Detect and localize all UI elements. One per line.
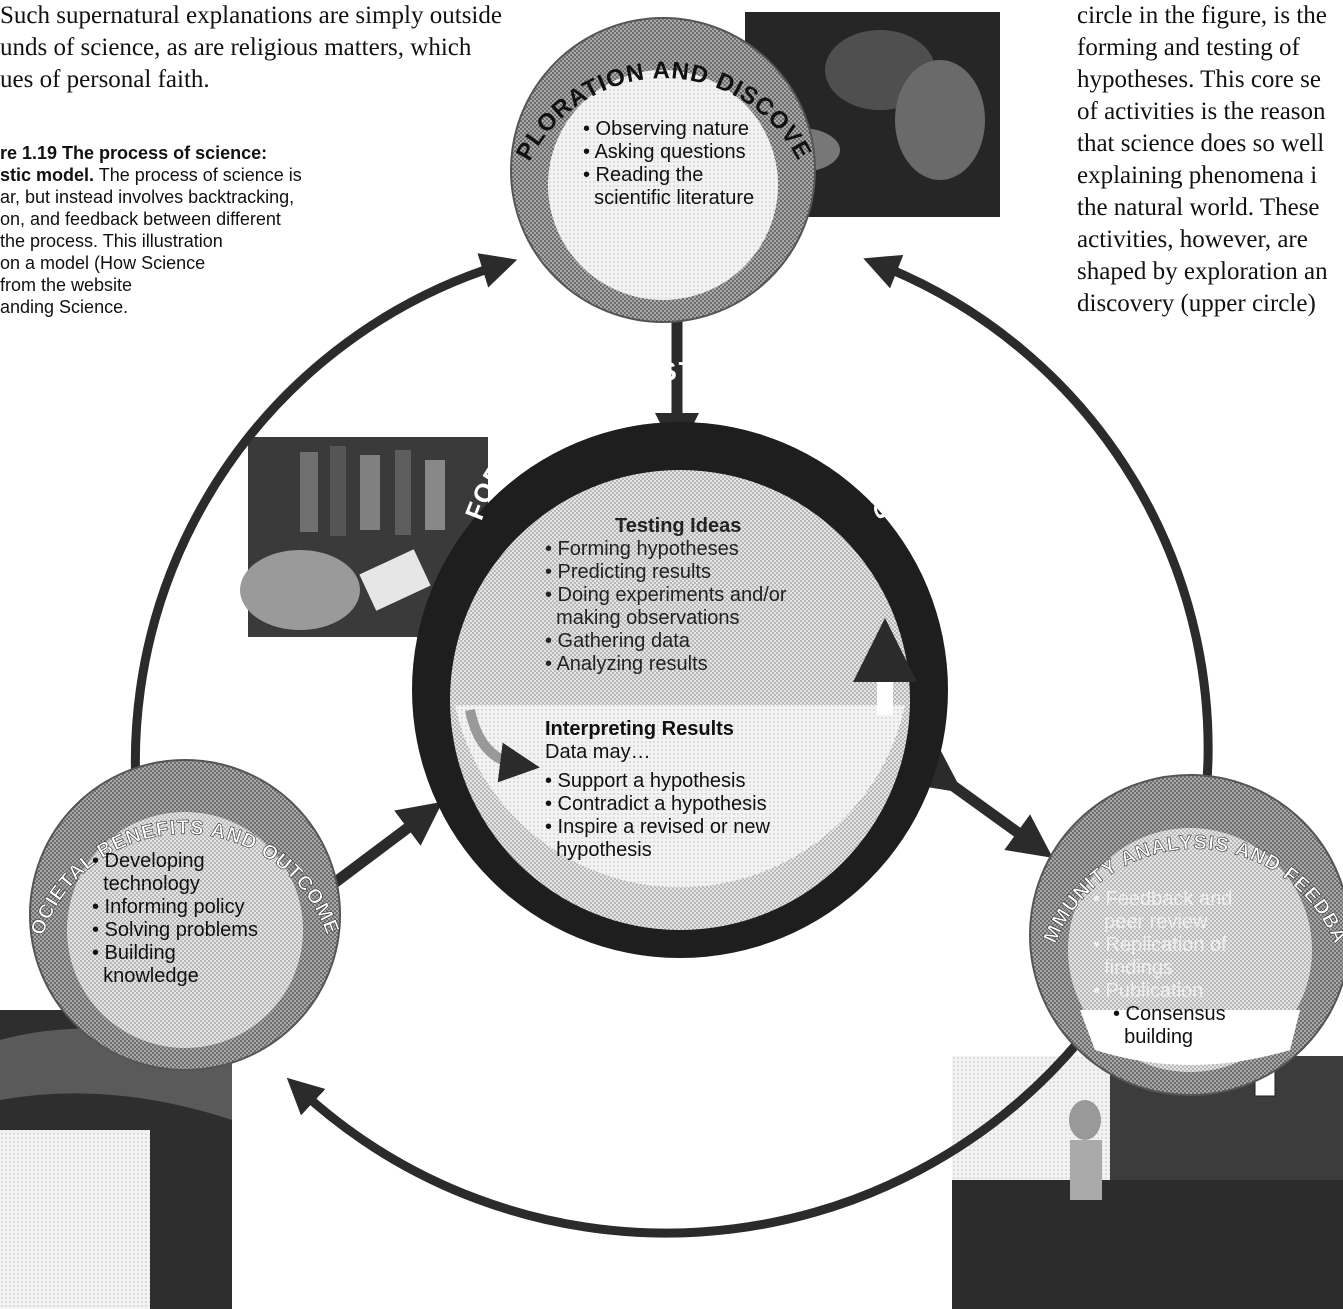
list-item: • Contradict a hypothesis [545,793,767,815]
body-text-top-left: Such supernatural explanations are simpl… [0,0,502,96]
list-item: scientific literature [583,187,755,209]
center-circle [412,422,948,958]
body-text-right: circle in the figure, is the forming and… [1077,0,1328,320]
caption-title: stic model. [0,165,95,185]
text-line: discovery (upper circle) [1077,290,1316,317]
list-item: • Inspire a revised or new [545,816,770,838]
testing-ideas-heading: Testing Ideas [615,515,742,537]
interpreting-sub: Data may… [545,741,651,763]
societal-circle [29,759,341,1071]
text-line: the natural world. These [1077,194,1320,221]
caption-title: re 1.19 The process of science: [0,143,268,163]
list-item: • Informing policy [92,896,245,918]
consensus-list: • Consensus building [1113,1003,1226,1049]
caption-text: the process. This illustration [0,231,223,251]
community-list: • Feedback and peer review • Replication… [1093,888,1232,1003]
list-item: • Analyzing results [545,653,708,675]
societal-list: • Developing technology • Informing poli… [92,850,258,988]
exploration-circle [510,17,816,323]
text-line: of activities is the reason [1077,98,1326,125]
text-line: explaining phenomena i [1077,162,1318,189]
list-item: • Feedback and [1093,888,1233,910]
caption-text: ar, but instead involves backtracking, [0,187,295,207]
photo-classroom [952,1056,1343,1309]
interpreting-results-list: Interpreting Results Data may… • Support… [545,718,770,862]
caption-text: The process of science is [98,165,302,185]
text-line: shaped by exploration an [1077,258,1328,285]
caption-text: on, and feedback between different [0,209,281,229]
list-item: knowledge [92,965,199,987]
text-line: Such supernatural explanations are simpl… [0,2,502,29]
list-item: • Developing [92,850,205,872]
list-item: peer review [1093,911,1208,933]
text-line: activities, however, are [1077,226,1308,253]
community-circle [1029,774,1343,1096]
cycle-arrows [130,253,1213,1238]
interpreting-results-heading: Interpreting Results [545,718,734,740]
caption-text: anding Science. [0,297,129,317]
list-item: • Consensus [1113,1003,1226,1025]
text-line: ues of personal faith. [0,66,210,93]
list-item: findings [1093,957,1174,979]
list-item: • Support a hypothesis [545,770,746,792]
list-item: • Building [92,942,176,964]
caption-text: on a model (How Science [0,253,206,273]
list-item: • Reading the [583,164,704,186]
text-line: hypotheses. This core se [1077,66,1321,93]
list-item: hypothesis [545,839,652,861]
list-item: building [1113,1026,1194,1048]
text-line: that science does so well [1077,130,1325,157]
text-line: unds of science, as are religious matter… [0,34,472,61]
list-item: • Predicting results [545,561,711,583]
testing-ideas-list: Testing Ideas • Forming hypotheses • Pre… [545,515,787,676]
figure-caption: re 1.19 The process of science: stic mod… [0,142,302,318]
list-item: technology [92,873,200,895]
list-item: • Replication of [1093,934,1227,956]
list-item: • Asking questions [583,141,746,163]
text-line: forming and testing of [1077,34,1300,61]
list-item: • Solving problems [92,919,258,941]
text-line: circle in the figure, is the [1077,2,1327,29]
caption-text: from the website [0,275,133,295]
exploration-list: • Observing nature • Asking questions • … [583,118,754,210]
list-item: • Doing experiments and/or [545,584,787,606]
list-item: • Gathering data [545,630,690,652]
list-item: • Forming hypotheses [545,538,739,560]
list-item: • Observing nature [583,118,749,140]
list-item: making observations [545,607,740,629]
list-item: • Publication [1093,980,1204,1002]
